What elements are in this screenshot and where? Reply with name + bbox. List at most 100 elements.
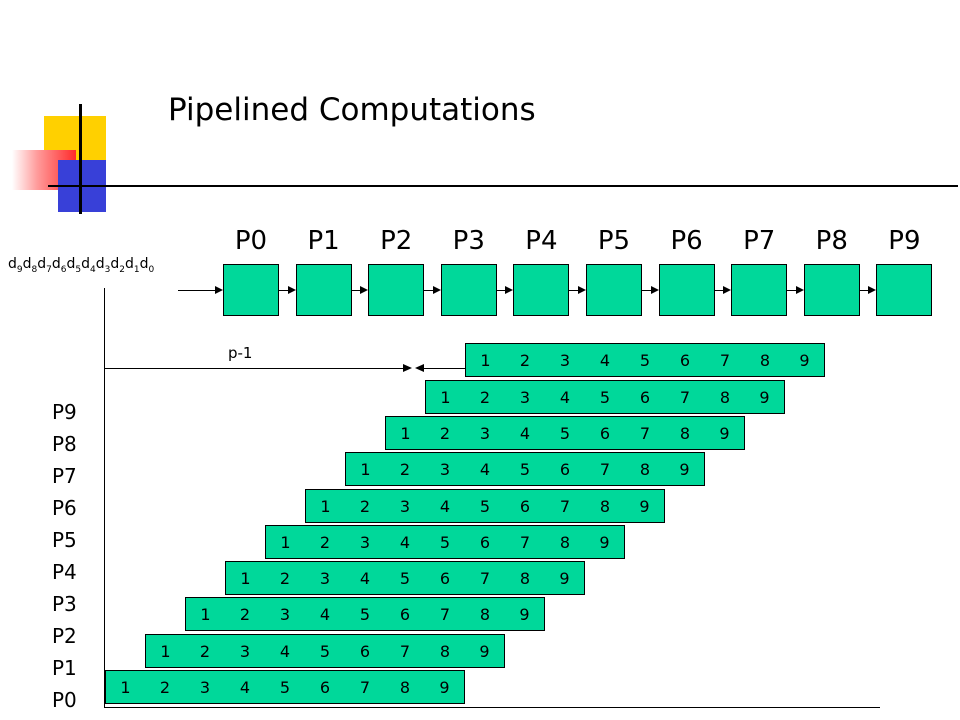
decor-vertical-line [79, 104, 82, 214]
timing-cell: 6 [425, 561, 465, 596]
timing-cell: 7 [425, 597, 465, 632]
pipeline-arrow-head [215, 286, 223, 294]
row-label: P9 [52, 400, 77, 424]
pipeline-arrow-head [795, 286, 804, 294]
pipeline-arrow-line [178, 290, 215, 291]
input-symbol: d0 [139, 256, 155, 275]
pipeline-arrow-line [714, 290, 724, 291]
timing-cell: 8 [505, 561, 545, 596]
timing-cell: 4 [585, 343, 625, 378]
pipeline-arrow-line [859, 290, 869, 291]
timing-cell: 2 [465, 379, 505, 414]
timing-cell: 8 [425, 633, 465, 668]
timing-cell: 5 [385, 561, 425, 596]
timing-cell: 7 [705, 343, 745, 378]
timing-cell: 2 [425, 415, 465, 450]
timing-cell: 5 [465, 488, 505, 523]
timing-cell: 1 [465, 343, 505, 378]
processor-box [731, 264, 788, 316]
processor-box [876, 264, 933, 316]
timing-cell: 3 [185, 670, 225, 704]
timing-cell: 8 [745, 343, 785, 378]
title-rule [48, 185, 958, 187]
timing-cell: 5 [625, 343, 665, 378]
timing-cell: 5 [505, 452, 545, 487]
timing-cell: 4 [345, 561, 385, 596]
timing-cell: 5 [545, 415, 585, 450]
timing-cell: 5 [265, 670, 305, 704]
input-symbol: d4 [81, 256, 96, 275]
input-symbol: d8 [22, 256, 38, 275]
pipeline-arrow-line [351, 290, 361, 291]
timing-cell: 3 [545, 343, 585, 378]
timing-cell: 9 [665, 452, 705, 487]
timing-cell: 8 [465, 597, 505, 632]
timing-cell: 4 [425, 488, 465, 523]
processor-label: P5 [597, 226, 631, 256]
timing-cell: 2 [265, 561, 305, 596]
pipeline-arrow-line [496, 290, 506, 291]
processor-box [586, 264, 642, 316]
processor-label: P2 [380, 226, 413, 256]
timing-cell: 9 [465, 633, 505, 668]
pipeline-arrow-line [642, 290, 651, 291]
dim-start-tick [104, 364, 105, 374]
timing-cell: 3 [505, 379, 545, 414]
timing-cell: 1 [225, 561, 265, 596]
processor-box [803, 264, 860, 316]
timing-cell: 8 [665, 415, 705, 450]
timing-cell: 2 [505, 343, 545, 378]
timing-cell: 1 [385, 415, 425, 450]
timing-cell: 5 [305, 633, 345, 668]
timing-cell: 3 [305, 561, 345, 596]
timing-cell: 6 [465, 524, 505, 559]
row-label: P2 [52, 624, 77, 648]
timing-cell: 9 [785, 343, 825, 378]
timing-cell: 4 [505, 415, 545, 450]
timing-cell: 2 [345, 488, 385, 523]
timing-cell: 2 [305, 524, 345, 559]
timing-cell: 5 [585, 379, 625, 414]
page-title: Pipelined Computations [168, 92, 536, 128]
dim-label-p-1: p-1 [228, 344, 253, 362]
processor-box [513, 264, 570, 316]
timing-cell: 9 [625, 488, 665, 523]
timing-cell: 4 [225, 670, 265, 704]
pipeline-arrow-head [723, 286, 732, 294]
processor-label: P9 [888, 226, 921, 256]
timing-cell: 4 [265, 633, 305, 668]
timing-cell: 1 [425, 379, 465, 414]
row-label: P3 [52, 592, 77, 616]
timing-cell: 7 [505, 524, 545, 559]
timing-cell: 9 [425, 670, 465, 704]
pipeline-arrow-head [505, 286, 514, 294]
pipeline-arrow-line [279, 290, 288, 291]
input-symbol: d3 [95, 256, 111, 275]
row-label: P4 [52, 560, 77, 584]
timing-cell: 7 [465, 561, 505, 596]
timing-cell: 6 [345, 633, 385, 668]
dim-arrow-left [415, 364, 424, 372]
timing-cell: 4 [305, 597, 345, 632]
pipeline-arrow-head [650, 286, 659, 294]
row-label: P1 [52, 656, 77, 680]
pipeline-arrow-line [569, 290, 578, 291]
timing-cell: 7 [665, 379, 705, 414]
pipeline-arrow-head [578, 286, 586, 294]
dim-line-p-1 [104, 368, 408, 369]
time-axis-vertical [104, 288, 105, 708]
timing-cell: 2 [385, 452, 425, 487]
timing-cell: 3 [425, 452, 465, 487]
timing-cell: 3 [265, 597, 305, 632]
timing-cell: 1 [145, 633, 185, 668]
timing-cell: 1 [185, 597, 225, 632]
timing-cell: 6 [305, 670, 345, 704]
dim-arrow-right [403, 364, 412, 372]
processor-label: P7 [743, 226, 776, 256]
processor-label: P0 [234, 226, 268, 256]
timing-cell: 8 [625, 452, 665, 487]
processor-box [295, 264, 352, 316]
timing-cell: 7 [585, 452, 625, 487]
timing-cell: 5 [345, 597, 385, 632]
timing-cell: 6 [545, 452, 585, 487]
